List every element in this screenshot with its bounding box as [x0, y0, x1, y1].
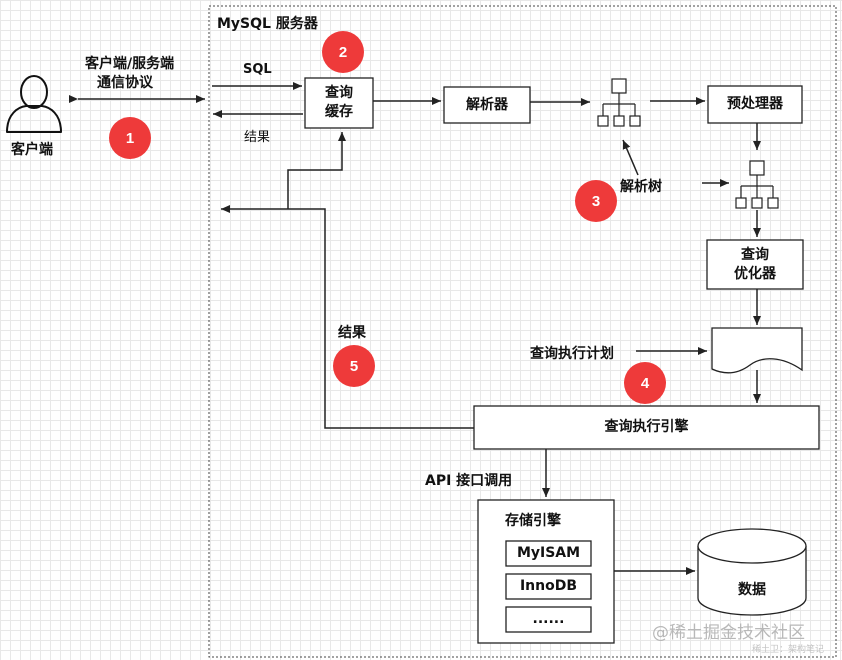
parse-tree-icon-2 — [735, 160, 779, 209]
storage-item-myisam-box — [505, 540, 592, 567]
result-to-cache-arrow — [287, 132, 346, 209]
exec-engine-label: 查询执行引擎 — [604, 419, 689, 435]
storage-item-innodb-box — [505, 573, 592, 600]
exec-plan-label: 查询执行计划 — [530, 346, 614, 362]
storage-item-innodb: InnoDB — [519, 578, 578, 594]
step-badge-1: 1 — [109, 117, 151, 159]
data-label: 数据 — [738, 581, 766, 598]
optimizer-line2: 优化器 — [734, 265, 776, 282]
engine-result-line — [221, 205, 474, 429]
client-label: 客户端 — [11, 142, 53, 158]
watermark-main: @稀土掘金技术社区 — [652, 623, 805, 643]
exec-engine-box — [473, 405, 820, 450]
server-title: MySQL 服务器 — [217, 16, 318, 32]
protocol-label-line1: 客户端/服务端 — [85, 56, 175, 72]
optimizer-box — [706, 239, 804, 290]
query-cache-line2: 缓存 — [325, 104, 353, 120]
server-boundary — [208, 5, 837, 658]
watermark-sub: 稀土卫：架构笔记 — [752, 645, 825, 655]
api-call-label: API 接口调用 — [425, 473, 513, 489]
storage-engine-title: 存储引擎 — [505, 513, 561, 529]
user-icon — [6, 75, 62, 133]
storage-item-more: ...... — [532, 611, 565, 627]
parse-tree-icon — [597, 78, 641, 127]
step-badge-5: 5 — [333, 345, 375, 387]
parser-box — [443, 86, 531, 124]
protocol-label-line2: 通信协议 — [97, 75, 153, 91]
result-label: 结果 — [338, 325, 366, 341]
query-cache-box — [304, 77, 374, 129]
parse-tree-label-arrow — [622, 139, 639, 176]
parse-tree-label: 解析树 — [620, 179, 662, 195]
sql-label: SQL — [243, 62, 272, 77]
query-cache-label: 查询 缓存 — [305, 78, 373, 128]
data-cylinder — [697, 528, 807, 616]
step-badge-4: 4 — [624, 362, 666, 404]
step-badge-2: 2 — [322, 31, 364, 73]
optimizer-line1: 查询 — [741, 246, 769, 263]
parser-label: 解析器 — [466, 96, 508, 113]
storage-item-more-box — [505, 606, 592, 633]
result-label-small: 结果 — [244, 130, 271, 145]
step-badge-3: 3 — [575, 180, 617, 222]
preprocessor-label: 预处理器 — [727, 96, 783, 112]
preprocessor-box — [707, 85, 803, 124]
storage-item-myisam: MyISAM — [516, 545, 581, 561]
query-cache-line1: 查询 — [325, 85, 353, 101]
exec-plan-document — [711, 327, 803, 374]
optimizer-label: 查询 优化器 — [707, 240, 803, 289]
